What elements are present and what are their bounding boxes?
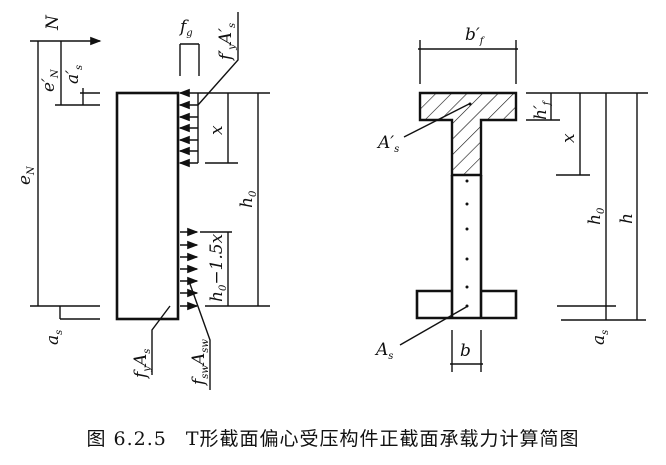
compression-steel-leader [197,12,239,106]
force-label: N [43,14,63,31]
compression-depth-label: x [559,133,579,143]
figure-title: T形截面偏心受压构件正截面承载力计算简图 [185,428,580,450]
tension-steel-leader [151,305,171,375]
compression-steel-leader [403,103,470,138]
compression-depth-label: x [207,125,227,135]
cover-compression-label: a′s [63,65,85,84]
compression-steel-label: f′yA′s [216,23,238,62]
flange-width-label: b′f [465,25,486,47]
distributed-zone-label: h0−1.5x [207,233,229,302]
distributed-steel-arrows [180,227,199,311]
effective-depth-label: h0 [585,207,607,225]
total-depth-label: h [617,213,637,224]
section-outline [115,91,180,321]
distributed-steel-label: fswAsw [189,339,211,387]
tension-steel-label: fyAs [131,349,153,380]
eccentricity-total-label: eN [15,165,37,185]
figure-number: 图 6.2.5 [86,428,167,450]
web-stress-label: fg [178,17,193,39]
left-stress-diagram: N eN e′N a′s as fg [15,12,270,390]
tension-steel-label: As [374,340,393,362]
eccentricity-prime-label: e′N [39,68,61,92]
cover-tension-label: as [43,330,65,345]
compression-steel-label: A′s [376,133,399,155]
effective-depth-label: h0 [237,190,259,208]
bottom-flange [415,289,518,320]
figure-caption: 图 6.2.5 T形截面偏心受压构件正截面承载力计算简图 [0,424,666,451]
distributed-steel-leader [189,283,211,390]
diagram-canvas: N eN e′N a′s as fg [15,12,648,390]
tension-steel-leader [399,305,469,346]
compression-stress-arrows [178,88,199,168]
right-t-section: b′f A′s As [374,25,648,372]
cover-tension-label: as [589,330,611,345]
flange-thickness-label: h′f [531,99,553,120]
compression-zone-hatched [418,91,518,177]
web-width-label: b [460,341,471,361]
